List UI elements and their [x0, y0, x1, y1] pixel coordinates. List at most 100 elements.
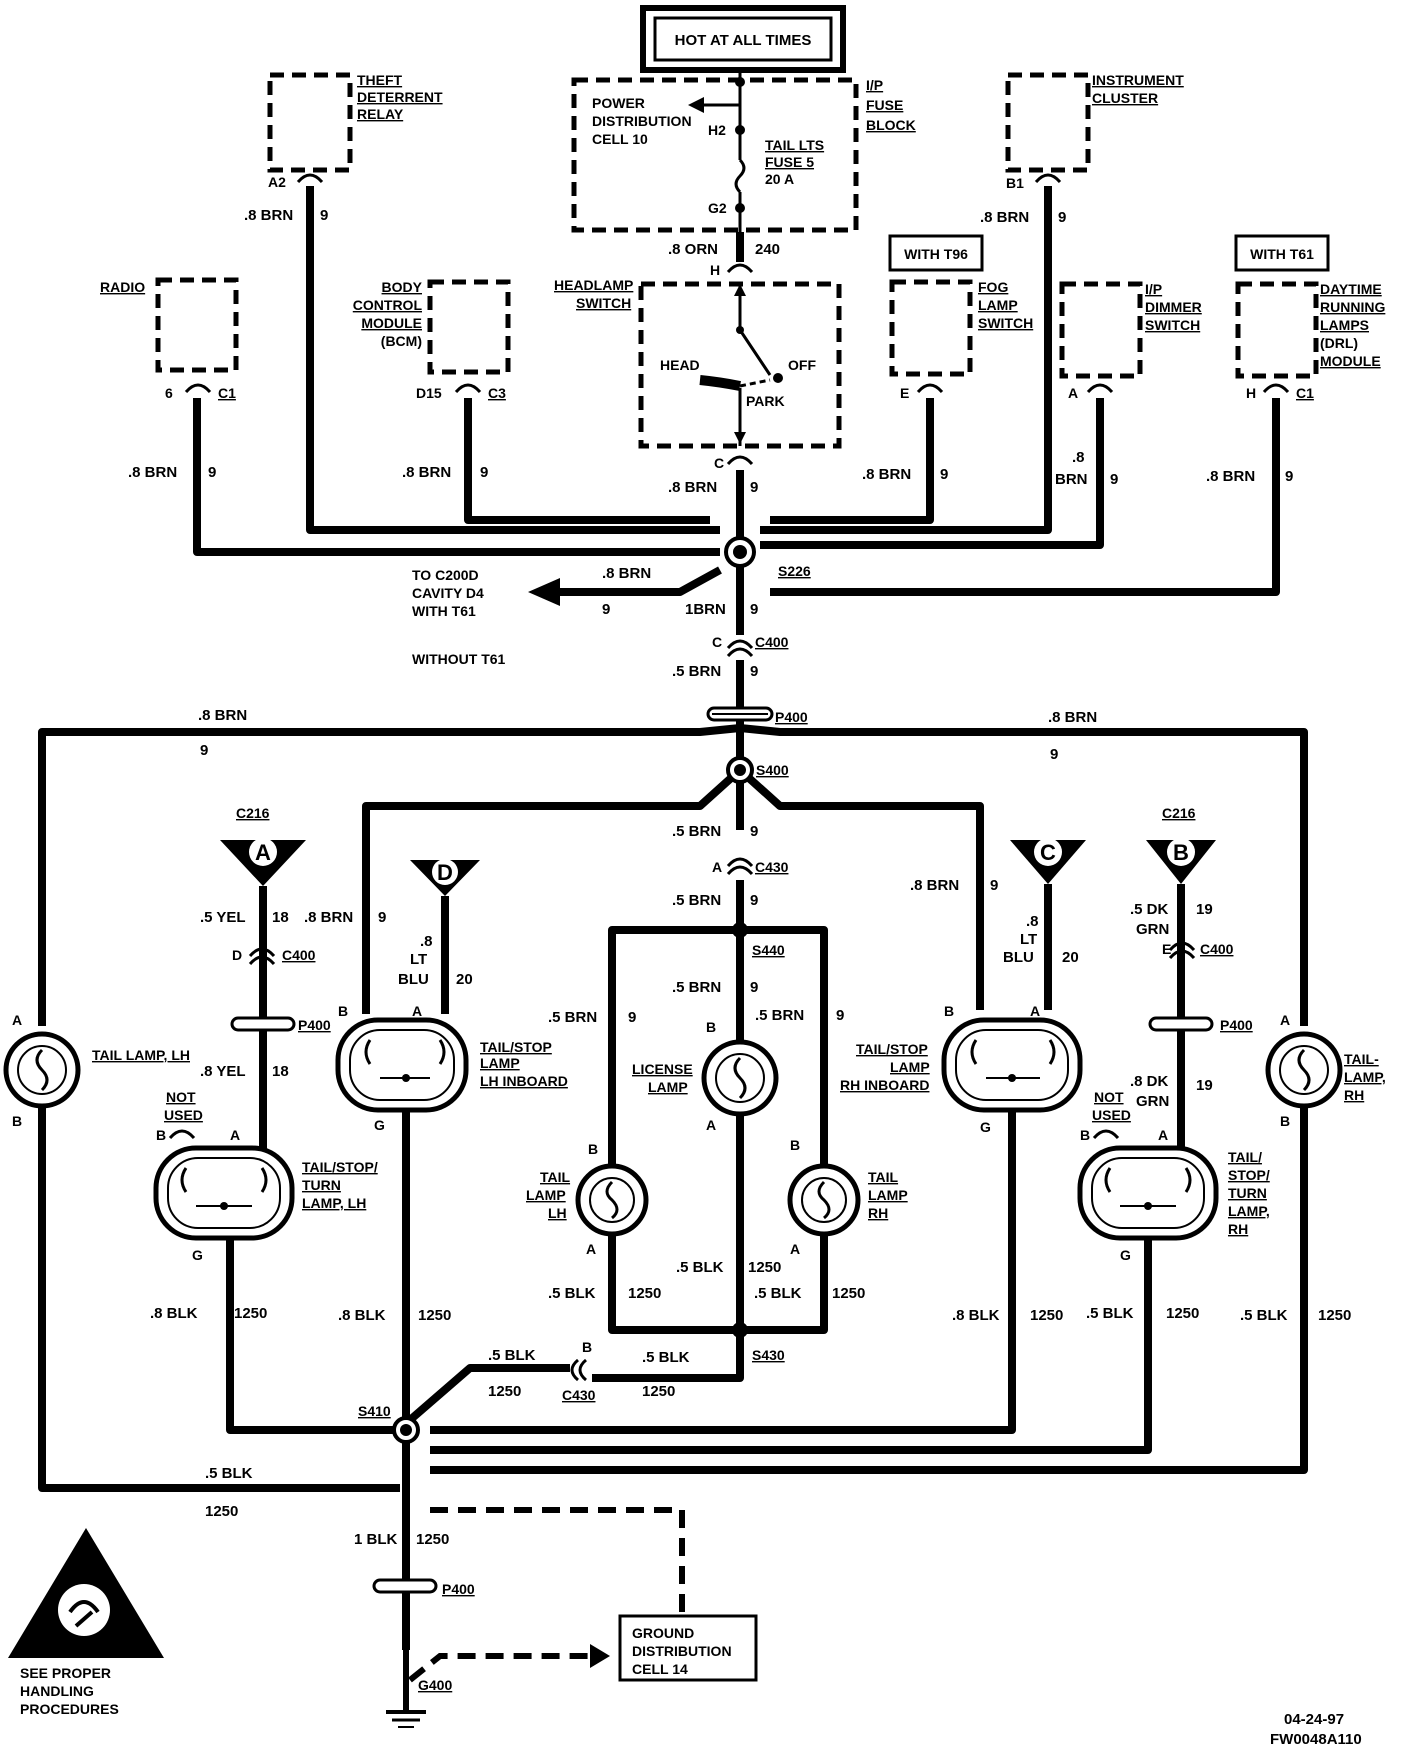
off-contact	[773, 373, 783, 383]
switch-arrow-icon	[734, 284, 746, 296]
tail-stop-turn-rh-label: TAIL/ STOP/ TURN LAMP, RH	[1228, 1149, 1270, 1237]
dimmer-circuit: 9	[1110, 471, 1118, 488]
rh-outer-blk-circuit: 1250	[1318, 1307, 1351, 1324]
svg-text:SWITCH: SWITCH	[1145, 317, 1200, 333]
tail-stop-lh-inboard-label: TAIL/STOP LAMP LH INBOARD	[480, 1039, 568, 1089]
license-blk-label: .5 BLK	[676, 1259, 724, 1276]
switch-blade	[738, 329, 772, 376]
svg-text:CELL 14: CELL 14	[632, 1661, 688, 1677]
svg-text:TAIL/: TAIL/	[1228, 1149, 1262, 1165]
c430-out-wire-label: .5 BRN	[672, 892, 721, 909]
inboard-lh-circuit: 9	[378, 909, 386, 926]
hot-at-all-times-box: HOT AT ALL TIMES	[640, 5, 846, 73]
not-used-rh-label: NOT USED	[1092, 1089, 1131, 1123]
svg-text:MODULE: MODULE	[1320, 353, 1381, 369]
cluster-wire-label: .8 BRN	[980, 209, 1029, 226]
s226-out-circuit: 9	[750, 601, 758, 618]
svg-text:LAMP: LAMP	[890, 1059, 930, 1075]
inboard-lh-blk-circuit: 1250	[418, 1307, 451, 1324]
c400-label-left: C400	[282, 947, 316, 963]
p400-right-connector	[1148, 1016, 1214, 1032]
svg-text:TAIL-: TAIL-	[1344, 1051, 1379, 1067]
tail-stop-turn-lh-label: TAIL/STOP/ TURN LAMP, LH	[302, 1159, 378, 1211]
svg-text:I/P: I/P	[1145, 281, 1162, 297]
headlamp-switch-label: HEADLAMP SWITCH	[554, 277, 633, 311]
s430-wire	[592, 1342, 744, 1382]
handling-procedures-label: SEE PROPER HANDLING PROCEDURES	[20, 1665, 119, 1717]
tail-lh-blk-label: .5 BLK	[548, 1285, 596, 1302]
lt-blu-left-circuit: 20	[456, 971, 473, 988]
tail-stop-lamp-rh-inboard	[941, 1017, 1083, 1113]
lh-outer-circuit: 9	[200, 742, 208, 759]
inboard-lh-wire-label: .8 BRN	[304, 909, 353, 926]
bcm-label: BODY CONTROL MODULE (BCM)	[353, 279, 423, 349]
bcm-box	[427, 279, 511, 375]
svg-text:FUSE: FUSE	[866, 97, 903, 113]
orn-wire-label: .8 ORN	[668, 241, 718, 258]
svg-text:C: C	[1040, 840, 1056, 865]
pin-a-dimmer: A	[1068, 385, 1078, 401]
to-c200d-arrow-icon	[528, 578, 560, 606]
svg-text:TAIL/STOP: TAIL/STOP	[856, 1041, 928, 1057]
s400-harness	[38, 724, 1308, 1026]
inboard-rh-blk-label: .8 BLK	[952, 1307, 1000, 1324]
s430-label: S430	[752, 1347, 785, 1363]
svg-text:LICENSE: LICENSE	[632, 1061, 693, 1077]
svg-text:HOT AT ALL TIMES: HOT AT ALL TIMES	[675, 32, 812, 49]
dimmer-wire-label-b: BRN	[1055, 471, 1088, 488]
connector-drl-icon	[1262, 383, 1290, 394]
fuse-block-box	[571, 77, 859, 233]
license-blk-circuit: 1250	[748, 1259, 781, 1276]
dk-grn-wire-label-a: .5 DK	[1130, 901, 1169, 918]
svg-text:LAMP: LAMP	[526, 1187, 566, 1203]
head-label: HEAD	[660, 357, 700, 373]
s430-blk-label: .5 BLK	[642, 1349, 690, 1366]
c200d-wire-label: .8 BRN	[602, 565, 651, 582]
theft-wire-label: .8 BRN	[244, 207, 293, 224]
pin-d-c400: D	[232, 947, 242, 963]
tail-lamp-lh-label: TAIL LAMP LH	[526, 1169, 571, 1221]
with-t96-box: WITH T96	[888, 234, 984, 272]
tail-lamp-rh-outer-label: TAIL- LAMP, RH	[1344, 1051, 1386, 1103]
svg-text:LH: LH	[548, 1205, 567, 1221]
c400-out-wire-label: .5 BRN	[672, 663, 721, 680]
inboard-lh-pin-b: B	[338, 1003, 348, 1019]
connector-c-icon	[726, 455, 754, 466]
svg-text:RH: RH	[1228, 1221, 1248, 1237]
tail-lamp-lh-center	[575, 1163, 649, 1237]
lh-outer-pin-b: B	[12, 1113, 22, 1129]
license-pin-b: B	[706, 1019, 716, 1035]
svg-text:TAIL: TAIL	[868, 1169, 899, 1185]
c216-label-left: C216	[236, 805, 270, 821]
without-t61-label: WITHOUT T61	[412, 651, 506, 667]
lt-blu-right-label-a: .8	[1026, 913, 1039, 930]
lh-outer-ground-wire	[38, 1106, 400, 1492]
svg-text:LAMP: LAMP	[480, 1055, 520, 1071]
pin-c-c400: C	[712, 634, 722, 650]
pin-e-c400: E	[1162, 941, 1171, 957]
svg-text:DIMMER: DIMMER	[1145, 299, 1202, 315]
svg-text:USED: USED	[1092, 1107, 1131, 1123]
svg-text:LAMP,: LAMP,	[1344, 1069, 1386, 1085]
svg-text:LAMP, LH: LAMP, LH	[302, 1195, 366, 1211]
connector-a2-icon	[296, 173, 324, 184]
pin-e-fog: E	[900, 385, 909, 401]
ground-symbol	[386, 1650, 426, 1728]
c200d-circuit: 9	[602, 601, 610, 618]
switch-out-arrow-icon	[734, 432, 746, 444]
connector-fog-icon	[916, 383, 944, 394]
fog-switch-box	[889, 279, 973, 377]
pin-a2: A2	[268, 174, 286, 190]
instrument-cluster-box	[1005, 72, 1091, 173]
with-t61-box: WITH T61	[1234, 234, 1330, 272]
main-ground-blk-circuit: 1250	[416, 1531, 449, 1548]
dk-grn-wire-label-b: GRN	[1136, 921, 1169, 938]
radio-box	[155, 277, 239, 373]
license-pin-a: A	[706, 1117, 716, 1133]
diagram-code: FW0048A110	[1270, 1731, 1362, 1748]
fog-circuit: 9	[940, 466, 948, 483]
fog-switch-label: FOG LAMP SWITCH	[978, 279, 1033, 331]
inboard-lh-pin-a: A	[412, 1003, 422, 1019]
c430-lower-blk-label: .5 BLK	[488, 1347, 536, 1364]
s440-splice	[732, 922, 748, 938]
